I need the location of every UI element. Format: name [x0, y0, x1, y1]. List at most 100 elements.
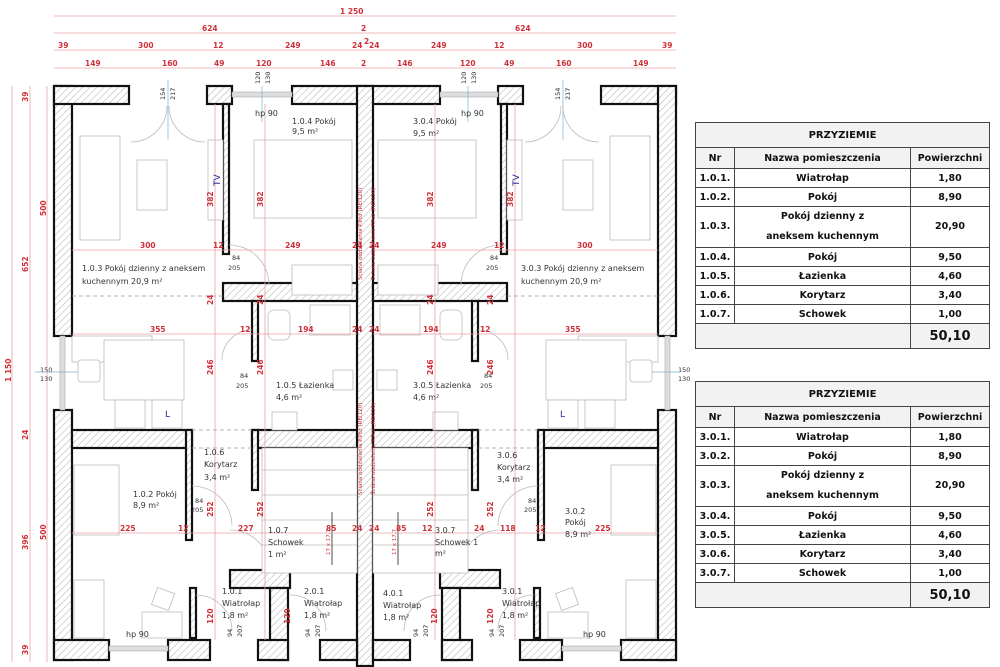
- cell-name: Schowek: [734, 563, 911, 583]
- cell-area: 20,90: [910, 465, 990, 507]
- dim: 84: [490, 254, 498, 262]
- dim: 24: [486, 295, 495, 305]
- desk-icon: [141, 611, 183, 639]
- dim: 120: [430, 608, 439, 624]
- dim: 355: [150, 325, 166, 334]
- door-dimensions: 84 205 84 205 84 205 84 205 84 205 84 20…: [126, 109, 606, 639]
- dim-2: 2: [361, 24, 366, 33]
- floor-plan: 1 250 624 2 624 2 39 300 12 249 24 24 24…: [4, 7, 690, 667]
- dim: 49: [214, 59, 224, 68]
- cell-nr: 3.0.6.: [695, 544, 735, 564]
- wardrobe-icon: [73, 579, 105, 639]
- dim: 205: [524, 506, 536, 514]
- header-area: Powierzchni: [910, 406, 990, 428]
- dim: 300: [577, 41, 593, 50]
- dim: 120: [254, 72, 262, 84]
- room-name-4-0-1: Wiatrołap: [383, 601, 421, 610]
- window-sill-height: hp 90: [461, 109, 484, 118]
- dim: 84: [484, 372, 492, 380]
- dim: 149: [633, 59, 649, 68]
- dim: 24: [352, 41, 362, 50]
- dim: 207: [422, 625, 430, 637]
- cell-area: 8,90: [910, 187, 990, 207]
- dim: 217: [564, 88, 572, 100]
- cell-name: Korytarz: [734, 544, 911, 564]
- desk-icon: [547, 611, 589, 639]
- dim: 252: [256, 501, 265, 517]
- dim: 24: [369, 325, 379, 334]
- room-area-1-0-7: 1 m²: [268, 550, 287, 559]
- dim: 12: [535, 524, 545, 533]
- table-title: PRZYZIEMIE: [695, 122, 990, 148]
- dim: 160: [162, 59, 178, 68]
- dim: 207: [314, 625, 322, 637]
- dim: 39: [58, 41, 68, 50]
- dim: 120: [256, 59, 272, 68]
- dim: 84: [240, 372, 248, 380]
- room-label-3-0-4: 3.0.4 Pokój: [413, 116, 457, 126]
- room-label-1-0-4: 1.0.4 Pokój: [292, 116, 336, 126]
- dim: 194: [298, 325, 314, 334]
- room-area-3-0-3: kuchennym 20,9 m²: [521, 277, 601, 286]
- dim: 249: [431, 41, 447, 50]
- dim: 12: [213, 41, 223, 50]
- room-area-1-0-4: 9,5 m²: [292, 127, 318, 136]
- room-name-1-0-6: Korytarz: [204, 460, 237, 469]
- dim: 39: [662, 41, 672, 50]
- room-label-4-0-1: 4.0.1: [383, 589, 403, 598]
- room-label-1-0-2: 1.0.2 Pokój: [133, 489, 177, 499]
- room-table-unit-1: PRZYZIEMIE Nr Nazwa pomieszczenia Powier…: [695, 122, 990, 349]
- total-area: 50,10: [910, 323, 990, 349]
- room-area-1-0-2: 8,9 m²: [133, 501, 159, 510]
- room-area-3-0-2: 8,9 m²: [565, 530, 591, 539]
- cell-area: 9,50: [910, 247, 990, 267]
- window-sill-height: hp 90: [583, 630, 606, 639]
- dim: 382: [426, 191, 435, 207]
- room-area-3-0-1: 1,8 m²: [502, 611, 528, 620]
- bed-icon: [377, 139, 477, 219]
- tv-label: TV: [512, 174, 522, 187]
- cell-name: Pokój: [734, 506, 911, 526]
- dim: 24: [426, 295, 435, 305]
- total-spacer: [695, 323, 911, 349]
- sink-icon: [629, 359, 653, 383]
- cell-area: 1,80: [910, 168, 990, 188]
- cell-nr: 1.0.1.: [695, 168, 735, 188]
- bed-icon: [73, 464, 120, 536]
- dim: 225: [595, 524, 611, 533]
- dim: 12: [494, 241, 504, 250]
- dim: 84: [528, 497, 536, 505]
- dim: 249: [285, 41, 301, 50]
- dim: 246: [256, 359, 265, 375]
- room-label-1-0-3: 1.0.3 Pokój dzienny z aneksem: [82, 263, 206, 273]
- stairs: 17 x 17,7 17 x 17,7: [261, 447, 469, 574]
- stove-icon: [114, 399, 146, 429]
- dim: 396: [21, 534, 30, 550]
- dim: 300: [577, 241, 593, 250]
- dim-624-left: 624: [202, 24, 218, 33]
- dim: 49: [504, 59, 514, 68]
- dim: 39: [21, 645, 30, 655]
- walls: [52, 84, 678, 667]
- room-name-2-0-1: Wiatrołap: [304, 599, 342, 608]
- dim: 252: [486, 501, 495, 517]
- dim: 24: [369, 524, 379, 533]
- total-spacer: [695, 582, 911, 608]
- dim: 246: [486, 359, 495, 375]
- shower-icon: [379, 304, 421, 336]
- sink-icon: [77, 359, 101, 383]
- room-label-1-0-1: 1.0.1: [222, 587, 242, 596]
- dim: 12: [494, 41, 504, 50]
- dim: 382: [506, 191, 515, 207]
- windows: [35, 80, 680, 652]
- window-sill-height: hp 90: [255, 109, 278, 118]
- cell-area: 3,40: [910, 544, 990, 564]
